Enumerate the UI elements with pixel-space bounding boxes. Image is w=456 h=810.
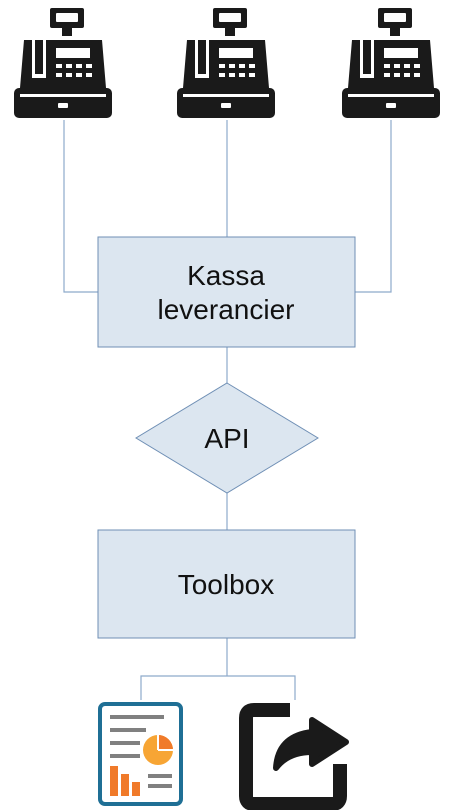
node-api: API <box>135 382 319 494</box>
node-toolbox-label: Toolbox <box>178 569 275 600</box>
connector-branch-outputs <box>140 675 296 700</box>
node-kassa-leverancier-line-2: leverancier <box>158 294 295 325</box>
connector-lines <box>63 120 392 700</box>
cash-register-icon <box>177 8 275 118</box>
report-chart-icon <box>98 702 183 806</box>
connector-register-right <box>355 120 392 293</box>
share-export-icon <box>239 703 349 810</box>
node-kassa-leverancier-line-1: Kassa <box>187 260 265 291</box>
connector-register-left <box>63 120 98 293</box>
node-toolbox: Toolbox <box>97 529 356 639</box>
cash-register-icon <box>14 8 112 118</box>
cash-register-icon <box>342 8 440 118</box>
node-api-label: API <box>204 423 249 454</box>
node-kassa-leverancier: Kassa leverancier <box>97 236 356 348</box>
